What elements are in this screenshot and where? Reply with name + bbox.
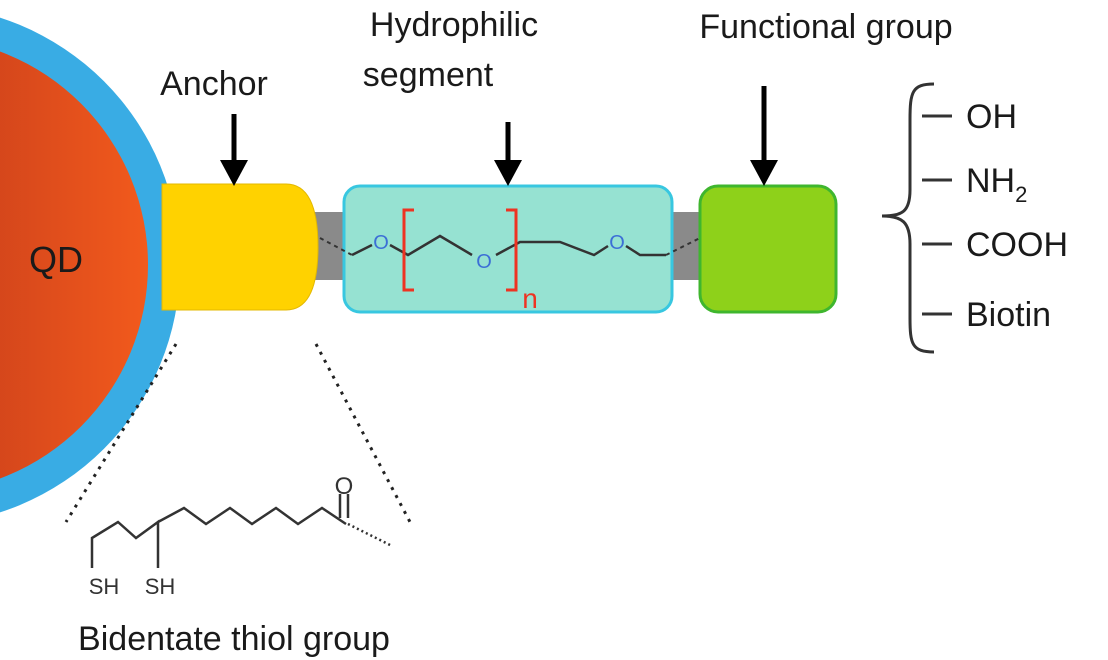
- functional-arrowhead-icon: [750, 160, 778, 186]
- peg-oxygen-1: O: [373, 232, 389, 254]
- hydrophilic-label-line2: segment: [363, 56, 494, 94]
- functional-options-list: OH NH2 COOH Biotin: [922, 98, 1068, 334]
- curly-brace-icon: [881, 82, 935, 354]
- hydrophilic-arrowhead-icon: [494, 160, 522, 186]
- thiol-sh-2: SH: [145, 574, 176, 599]
- hydrophilic-label-line1: Hydrophilic: [370, 6, 538, 44]
- peg-chain: O O O n: [319, 208, 701, 314]
- peg-oxygen-3: O: [609, 232, 625, 254]
- repeat-subscript: n: [522, 283, 538, 314]
- option-cooh: COOH: [966, 226, 1068, 264]
- bidentate-thiol-structure: O SH SH: [89, 473, 393, 599]
- functional-group-block: [698, 184, 838, 314]
- anchor-label: Anchor: [160, 65, 268, 103]
- carbonyl-oxygen: O: [335, 473, 354, 500]
- peg-oxygen-2: O: [476, 251, 492, 273]
- anchor-arrowhead-icon: [220, 160, 248, 186]
- bidentate-label: Bidentate thiol group: [78, 620, 390, 658]
- zoom-line-right: [314, 343, 412, 523]
- anchor-block: [161, 183, 319, 311]
- qd-label: QD: [29, 239, 83, 280]
- functional-group-label: Functional group: [699, 8, 952, 46]
- repeat-bracket-right: [506, 208, 518, 292]
- repeat-bracket-left: [402, 208, 414, 292]
- option-nh2: NH2: [966, 162, 1027, 207]
- qd-core: [0, 51, 148, 479]
- option-oh: OH: [966, 98, 1017, 136]
- option-biotin: Biotin: [966, 296, 1051, 334]
- thiol-sh-1: SH: [89, 574, 120, 599]
